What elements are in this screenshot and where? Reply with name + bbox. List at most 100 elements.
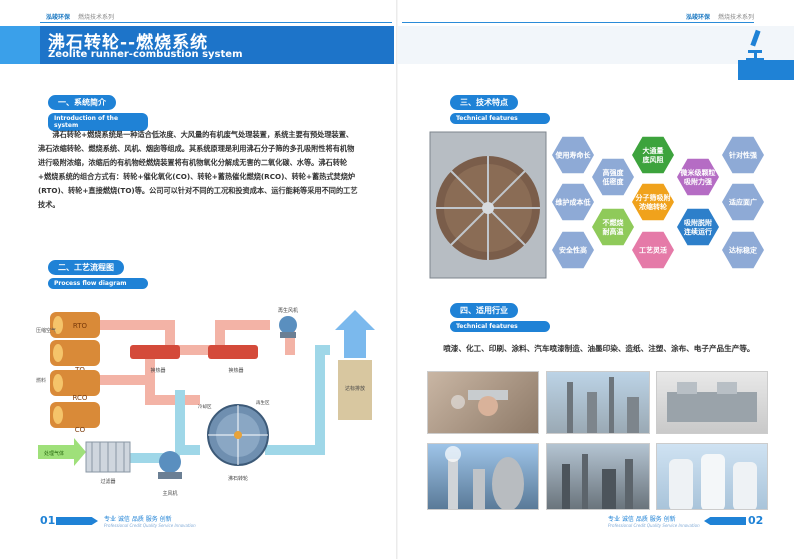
page-fold: [396, 0, 398, 559]
clean-pipe: [265, 345, 330, 455]
page-title: 沸石转轮--燃烧系统: [48, 33, 209, 53]
rotor-product-image: [429, 131, 547, 279]
feature-label: 安全性高: [559, 246, 587, 255]
photo-power-plant: [427, 443, 539, 510]
slogan-text: 专业 诚信 品质 服务 创新: [104, 516, 172, 523]
filter-label: 过滤器: [100, 478, 115, 485]
section-number: 二、工艺流程图: [48, 260, 124, 275]
footer-slogan: 专业 诚信 品质 服务 创新 Professional Credit Quali…: [104, 514, 196, 528]
page-number-left: 01: [40, 514, 56, 527]
feature-label: 维护成本低: [556, 198, 591, 207]
slogan-english: Professional Credit Quality Service Inno…: [608, 523, 700, 528]
page-number-right: 02: [748, 514, 764, 527]
features-hexagon-grid: 使用寿命长高强度低密度大通量底风阻微米级颗粒吸附力强针对性强维护成本低分子筛吸附…: [552, 136, 764, 269]
tank-label: RCO: [73, 394, 88, 402]
header-right: 泓竣环保 燃烧技术系列: [686, 12, 754, 21]
hot-gas-pipe: [100, 320, 270, 355]
section-apps-heading: 四、适用行业 Technical features: [450, 298, 550, 332]
hexagon-shape: [592, 158, 634, 196]
section-tech-heading: 三、技术特点 Technical features: [450, 90, 550, 124]
feature-label: 低密度: [602, 177, 625, 186]
slogan-english: Professional Credit Quality Service Inno…: [104, 523, 196, 528]
series-name: 燃烧技术系列: [77, 14, 114, 21]
banner-accent: [0, 26, 40, 64]
hexagon-shape: [632, 231, 674, 269]
hexagon-shape: [677, 208, 719, 246]
feature-label: 微米级颗粒: [680, 168, 716, 177]
feature-label: 吸附脱附: [684, 218, 712, 227]
section-number: 四、适用行业: [450, 303, 518, 318]
photo-refinery: [546, 443, 650, 510]
feature-label: 耐高温: [603, 227, 624, 236]
hexagon-shape: [592, 208, 634, 246]
page-subtitle: Zeolite runner-combustion system: [48, 49, 243, 60]
photo-storage-tanks: [656, 443, 768, 510]
heat-exchanger-2: 换热器: [208, 345, 258, 374]
rco-tank: RCO: [50, 370, 100, 402]
tank-label: RTO: [73, 322, 88, 330]
process-flow-diagram: RTO TO RCO CO 压缩空气 燃料 换热器 换热器: [36, 307, 375, 497]
section-english: Technical features: [450, 321, 550, 332]
side-label: 压缩空气: [36, 327, 56, 334]
feature-label: 针对性强: [728, 151, 757, 160]
pen-decoration: [56, 517, 98, 525]
brand-name: 泓竣环保: [46, 14, 71, 21]
zone-label: 冷却区: [198, 403, 212, 410]
series-name: 燃烧技术系列: [717, 14, 754, 21]
regen-fan: 再生风机: [278, 307, 298, 338]
side-label: 燃料: [36, 377, 46, 384]
section-english: Technical features: [450, 113, 550, 124]
feature-label: 底风阻: [643, 155, 664, 164]
chimney: 达标排放: [335, 310, 375, 420]
feature-label: 浓缩转轮: [639, 202, 667, 211]
inlet-arrow: 处理气体: [38, 438, 86, 466]
heat-exchanger-1: 换热器: [130, 345, 180, 374]
feature-label: 分子筛吸附: [636, 193, 671, 202]
fan-label: 主风机: [162, 490, 177, 497]
hexagon-shape: [677, 158, 719, 196]
hexagon-shape: [552, 136, 594, 174]
feature-hexagon: 针对性强: [722, 136, 764, 174]
rotor-label: 沸石转轮: [228, 475, 248, 482]
rto-tank: RTO: [50, 312, 100, 338]
microscope-icon: [746, 29, 764, 62]
hexagon-shape: [632, 136, 674, 174]
section-number: 三、技术特点: [450, 95, 518, 110]
co-tank: CO: [50, 402, 100, 434]
feature-hexagon: 达标稳定: [722, 231, 764, 269]
exchanger-label: 换热器: [150, 367, 165, 374]
hexagon-shape: [722, 136, 764, 174]
right-ribbon: [738, 60, 794, 80]
feature-label: 大通量: [643, 146, 664, 155]
hexagon-shape: [722, 231, 764, 269]
chimney-label: 达标排放: [345, 385, 365, 392]
exchanger-label: 换热器: [228, 367, 243, 374]
return-pipe: [100, 320, 295, 430]
banner-right: [398, 26, 794, 64]
filter-unit: 过滤器: [85, 441, 131, 485]
zone-label: 再生区: [256, 399, 270, 406]
title-banner: 沸石转轮--燃烧系统 Zeolite runner-combustion sys…: [0, 26, 394, 64]
brand-name: 泓竣环保: [686, 14, 711, 21]
main-fan: 主风机: [158, 451, 182, 497]
hexagon-shape: [722, 183, 764, 221]
header-rule: [40, 22, 392, 23]
photo-spray-gun: [427, 371, 539, 434]
tank-label: CO: [75, 426, 86, 434]
feature-label: 适应面广: [729, 198, 757, 207]
to-tank: TO: [50, 340, 100, 374]
fan-label: 再生风机: [278, 307, 298, 314]
industries-paragraph: 喷漆、化工、印刷、涂料、汽车喷漆制造、油墨印染、造纸、注塑、涂布、电子产品生产等…: [443, 344, 755, 353]
intro-paragraph: 沸石转轮+燃烧系统是一种适合低浓度、大风量的有机废气处理装置，系统主要有预处理装…: [38, 130, 358, 209]
hexagon-shape: [552, 231, 594, 269]
section-english: Process flow diagram: [48, 278, 148, 289]
feature-hexagon: 工艺灵活: [632, 231, 674, 269]
section-flow-heading: 二、工艺流程图 Process flow diagram: [48, 255, 148, 289]
feature-hexagon: 使用寿命长: [552, 136, 594, 174]
feature-label: 达标稳定: [729, 246, 757, 255]
